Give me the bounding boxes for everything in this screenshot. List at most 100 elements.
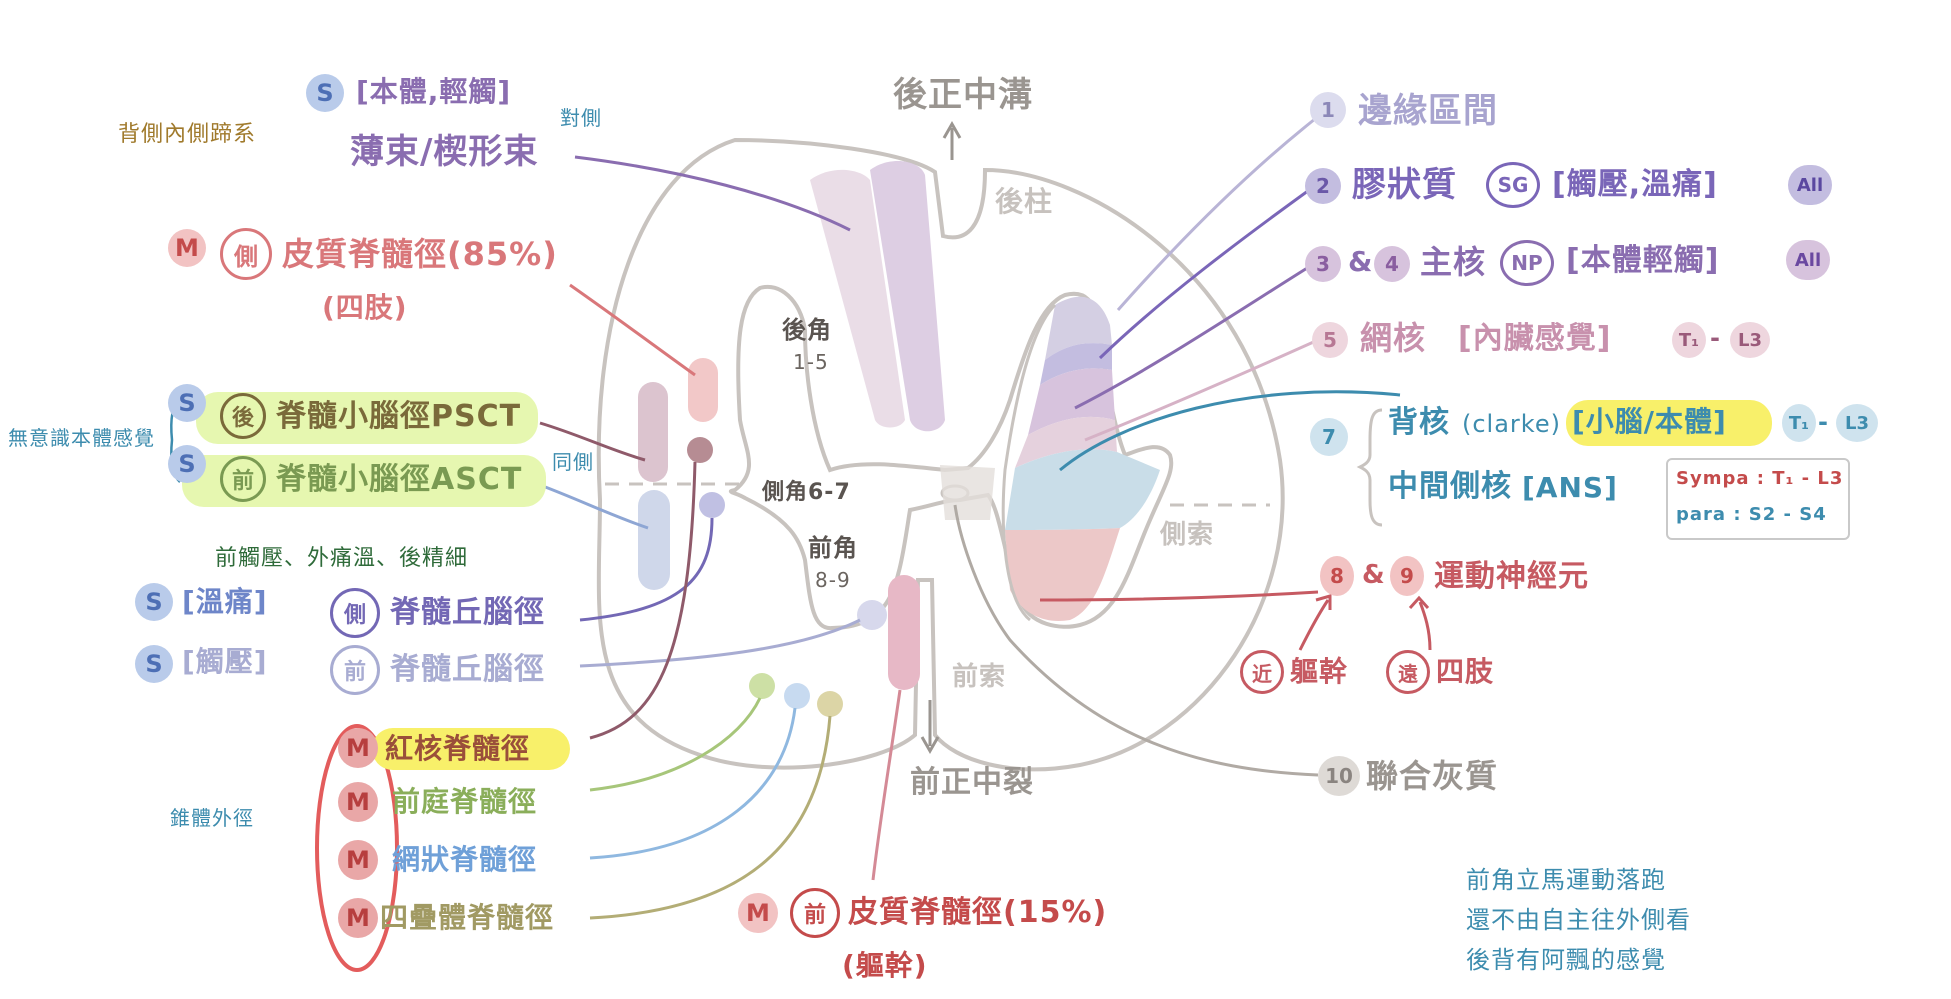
lamina7-highlight bbox=[1566, 400, 1772, 446]
leader-tectospinal bbox=[589, 715, 832, 920]
arrow-proximal bbox=[1298, 599, 1330, 651]
fasciculus-gracilis bbox=[810, 169, 905, 428]
lamina-8-9 bbox=[1005, 528, 1120, 621]
leader-acst bbox=[871, 689, 902, 881]
reticulospinal-name: 網狀脊髓徑 bbox=[392, 843, 538, 876]
lamina3-badge: 3 bbox=[1305, 246, 1341, 282]
leader-lamina5 bbox=[1084, 338, 1319, 442]
lateral-funiculus-label: 側索 bbox=[1160, 520, 1215, 550]
lamina89-name: 運動神經元 bbox=[1434, 559, 1589, 594]
lateral-horn-label: 側角6-7 bbox=[762, 480, 851, 505]
lamina34-all-tag: All bbox=[1786, 240, 1830, 280]
leader-lamina10 bbox=[953, 504, 1319, 777]
ascst-anterior-ring: 前 bbox=[220, 456, 266, 502]
acst-anterior-ring: 前 bbox=[790, 888, 840, 938]
lamina2-sg-ring: SG bbox=[1486, 162, 1540, 208]
unconscious-proprioception-label: 無意識本體感覺 bbox=[8, 426, 155, 450]
leader-pscst bbox=[539, 421, 646, 462]
lst-modality: [溫痛] bbox=[182, 585, 268, 618]
proximal-ring: 近 bbox=[1240, 650, 1284, 694]
lamina7-t-tag: T₁ bbox=[1782, 404, 1816, 442]
leader-ascst bbox=[539, 483, 649, 530]
anterior-fissure-label: 前正中裂 bbox=[910, 765, 1034, 800]
arrow-distal-head bbox=[1408, 595, 1430, 610]
lamina4-badge: 4 bbox=[1374, 246, 1410, 282]
lamina7-cerebellar: [小腦/本體] bbox=[1572, 405, 1727, 438]
leader-lst bbox=[579, 517, 714, 622]
lst-name: 脊髓丘腦徑 bbox=[390, 595, 545, 630]
leader-lcst bbox=[569, 283, 696, 377]
lcst-lateral-ring: 側 bbox=[220, 228, 272, 280]
lamina2-all-tag: All bbox=[1788, 165, 1832, 205]
ast-s-badge: S bbox=[135, 645, 173, 683]
leader-lamina2 bbox=[1098, 186, 1313, 360]
tract-reticulospinal bbox=[784, 683, 810, 709]
leader-rubrospinal bbox=[589, 461, 697, 740]
ast-modality: [觸壓] bbox=[182, 645, 268, 678]
spinothalamic-mnemonic: 前觸壓、外痛溫、後精細 bbox=[215, 546, 469, 571]
lamina-5 bbox=[1015, 416, 1117, 468]
tract-rubrospinal bbox=[687, 437, 713, 463]
rubrospinal-highlight bbox=[372, 728, 570, 770]
parasympathetic-range: para : S2 - S4 bbox=[1676, 504, 1827, 525]
pscst-posterior-ring: 後 bbox=[220, 393, 266, 439]
acst-trunk: (軀幹) bbox=[842, 949, 928, 982]
proximal-trunk: 軀幹 bbox=[1290, 655, 1349, 688]
vestibulospinal-m-badge: M bbox=[338, 782, 378, 822]
lamina5-modality: [內臟感覺] bbox=[1458, 321, 1612, 356]
leader-lamina7 bbox=[1059, 390, 1401, 472]
rubrospinal-name: 紅核脊髓徑 bbox=[385, 732, 531, 765]
anterior-horn-label: 前角 bbox=[808, 534, 858, 562]
leader-reticulospinal bbox=[589, 707, 797, 860]
distal-limbs: 四肢 bbox=[1436, 655, 1495, 688]
lamina5-name: 網核 bbox=[1360, 319, 1427, 357]
intermediolateral-ans: [ANS] bbox=[1522, 471, 1618, 504]
anterior-horn-laminae: 8-9 bbox=[815, 568, 851, 592]
dcml-system-label: 背側內側蹄系 bbox=[118, 122, 257, 147]
contralateral-label: 對側 bbox=[560, 106, 602, 130]
ascst-name: 脊髓小腦徑ASCT bbox=[276, 462, 523, 497]
acst-name: 皮質脊髓徑(15%) bbox=[848, 895, 1108, 930]
distal-ring: 遠 bbox=[1386, 650, 1430, 694]
lamina2-badge: 2 bbox=[1305, 168, 1341, 204]
ans-box bbox=[1666, 458, 1850, 540]
arrow-proximal-head bbox=[1315, 594, 1332, 610]
lamina7-dash: - bbox=[1818, 408, 1829, 436]
arrow-posterior-head bbox=[942, 120, 962, 139]
posterior-sulcus-label: 後正中溝 bbox=[893, 75, 1033, 115]
intermediolateral-nucleus: 中間側核 bbox=[1388, 469, 1512, 504]
lamina-7 bbox=[1005, 449, 1160, 530]
acst-m-badge: M bbox=[738, 893, 778, 933]
ipsilateral-label: 同側 bbox=[552, 450, 594, 474]
anterior-funiculus-label: 前索 bbox=[952, 662, 1007, 692]
tract-lst bbox=[699, 492, 725, 518]
dcml-modality: [本體,輕觸] bbox=[356, 75, 512, 108]
tectospinal-m-badge: M bbox=[338, 898, 378, 938]
arrow-anterior-head bbox=[920, 736, 940, 755]
lamina34-np-ring: NP bbox=[1500, 240, 1554, 286]
lamina5-badge: 5 bbox=[1312, 322, 1348, 358]
lamina7-dorsal-nucleus: 背核 bbox=[1388, 405, 1450, 440]
lamina7-l-tag: L3 bbox=[1836, 404, 1878, 442]
lst-lateral-ring: 側 bbox=[330, 588, 380, 638]
lamina7-badge: 7 bbox=[1310, 418, 1348, 456]
lcst-limbs: (四肢) bbox=[322, 291, 408, 324]
lamina34-modality: [本體輕觸] bbox=[1566, 243, 1720, 278]
lamina34-amp: & bbox=[1348, 245, 1374, 278]
mnemonic-line-2: 還不由自主往外側看 bbox=[1466, 906, 1691, 934]
lamina5-t-tag: T₁ bbox=[1672, 322, 1706, 358]
lamina89-amp: & bbox=[1362, 560, 1386, 590]
ascst-s-badge: S bbox=[168, 445, 206, 483]
leader-lamina89 bbox=[1039, 590, 1319, 602]
arrow-distal bbox=[1418, 601, 1432, 651]
extrapyramidal-label: 錐體外徑 bbox=[170, 806, 254, 830]
lamina10-name: 聯合灰質 bbox=[1366, 757, 1499, 795]
leader-dcml bbox=[574, 155, 851, 232]
brace-lamina7 bbox=[1356, 408, 1383, 527]
dcml-s-badge: S bbox=[306, 74, 344, 112]
pscst-name: 脊髓小腦徑PSCT bbox=[276, 399, 522, 434]
leader-ast bbox=[579, 618, 861, 668]
sympathetic-range: Sympa : T₁ - L3 bbox=[1676, 468, 1844, 489]
